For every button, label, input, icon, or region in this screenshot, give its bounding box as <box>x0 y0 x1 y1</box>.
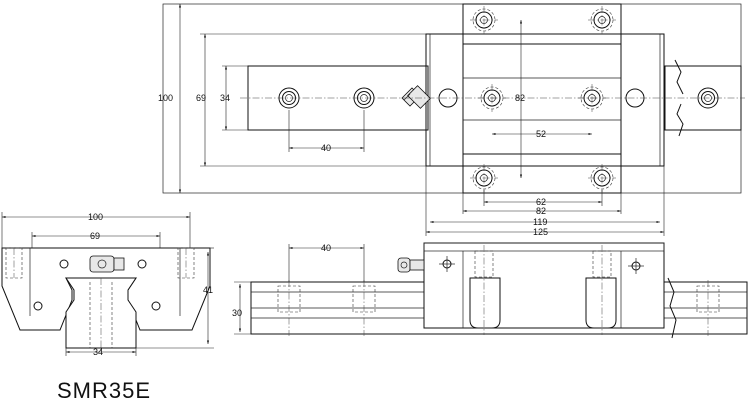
dim-119: 119 <box>533 217 547 227</box>
end-dim-34: 34 <box>93 347 103 357</box>
dim-82: 82 <box>515 93 525 103</box>
end-view: 100 69 41 <box>1 212 214 357</box>
side-dim-40: 40 <box>321 243 331 253</box>
dim-125: 125 <box>533 227 548 237</box>
end-dim-100: 100 <box>88 212 103 222</box>
carriage-block-top <box>425 33 665 167</box>
carriage-side <box>423 242 665 329</box>
side-dim-30: 30 <box>232 308 242 318</box>
dim-62: 62 <box>536 197 546 207</box>
dim-82-width: 82 <box>536 206 546 216</box>
carriage-top-plate <box>462 3 622 194</box>
dim-34: 34 <box>220 93 230 103</box>
dim-52: 52 <box>536 129 546 139</box>
dim-40: 40 <box>321 143 331 153</box>
end-dim-69: 69 <box>90 231 100 241</box>
dim-100: 100 <box>158 93 173 103</box>
grease-nipple-icon <box>89 255 125 273</box>
grease-nipple-icon <box>397 257 425 273</box>
break-line <box>674 59 684 95</box>
end-dim-41: 41 <box>203 285 213 295</box>
top-view: 100 69 34 82 52 40 62 82 119 125 <box>158 3 745 237</box>
grease-nipple-icon <box>401 85 431 109</box>
top-view-outer-frame <box>162 3 742 194</box>
dim-69: 69 <box>196 93 206 103</box>
side-view: 40 30 <box>232 242 748 339</box>
break-line <box>676 103 684 137</box>
model-label: SMR35E <box>57 378 152 403</box>
